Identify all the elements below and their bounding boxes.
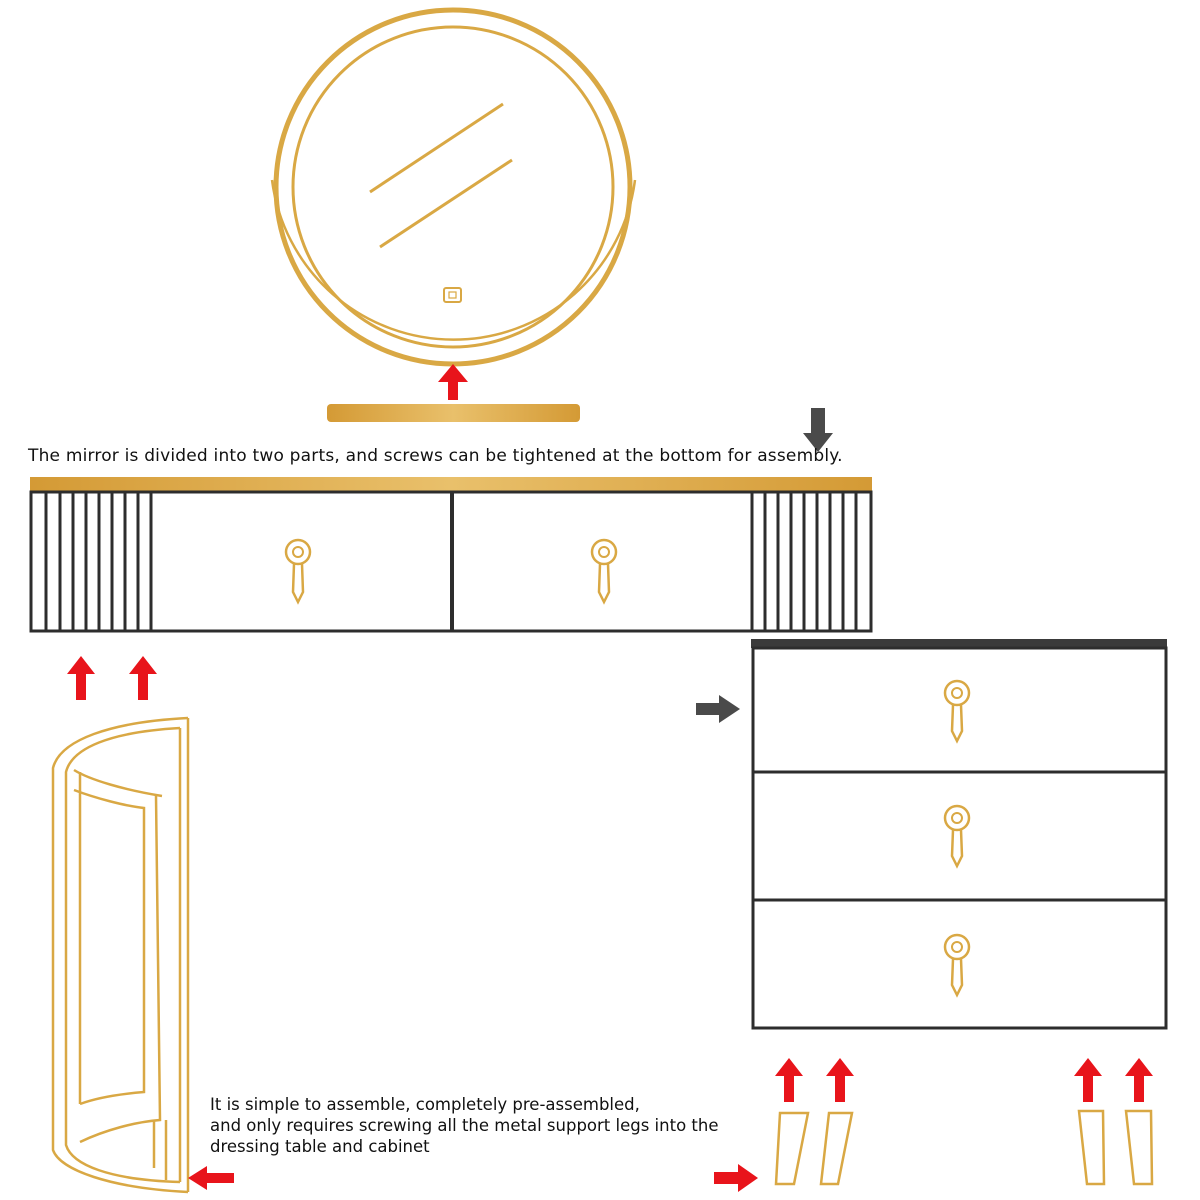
cabinet-drawer bbox=[751, 770, 1168, 902]
drawer-cabinet bbox=[751, 639, 1168, 1030]
support-leg bbox=[1077, 1109, 1106, 1186]
support-leg bbox=[819, 1111, 854, 1186]
mirror-base-bar bbox=[327, 404, 580, 422]
touch-sensor-icon bbox=[443, 287, 462, 303]
direction-arrow-icon bbox=[438, 364, 468, 400]
direction-arrow-icon bbox=[1125, 1058, 1153, 1102]
legs-assembly-caption: It is simple to assemble, completely pre… bbox=[210, 1094, 719, 1157]
table-left-fluted-panel bbox=[44, 492, 153, 631]
direction-arrow-icon bbox=[775, 1058, 803, 1102]
mirror-reflection-line bbox=[369, 102, 504, 194]
keyhole-pull-handle-icon bbox=[284, 538, 312, 605]
dressing-table bbox=[29, 477, 873, 633]
cabinet-drawer bbox=[751, 646, 1168, 774]
round-mirror bbox=[270, 7, 637, 367]
touch-sensor-inner bbox=[448, 291, 457, 299]
direction-arrow-icon bbox=[188, 1166, 234, 1190]
support-leg bbox=[1124, 1109, 1154, 1186]
cabinet-top bbox=[751, 639, 1167, 648]
mirror-outer-frame bbox=[273, 7, 633, 367]
table-right-fluted-panel bbox=[750, 492, 858, 631]
keyhole-pull-handle-icon bbox=[943, 804, 971, 869]
legs-assembly-caption-line: dressing table and cabinet bbox=[210, 1137, 430, 1156]
direction-arrow-icon bbox=[67, 656, 95, 700]
mirror-assembly-caption: The mirror is divided into two parts, an… bbox=[28, 446, 843, 466]
cabinet-drawer bbox=[751, 898, 1168, 1030]
direction-arrow-icon bbox=[129, 656, 157, 700]
support-leg bbox=[774, 1111, 810, 1186]
curved-side-frame bbox=[51, 716, 190, 1194]
direction-arrow-icon bbox=[803, 408, 833, 452]
table-top-gold-strip bbox=[30, 477, 872, 492]
legs-assembly-caption-line: It is simple to assemble, completely pre… bbox=[210, 1095, 640, 1114]
keyhole-pull-handle-icon bbox=[943, 933, 971, 998]
legs-assembly-caption-line: and only requires screwing all the metal… bbox=[210, 1116, 719, 1135]
direction-arrow-icon bbox=[696, 695, 740, 723]
keyhole-pull-handle-icon bbox=[590, 538, 618, 605]
keyhole-pull-handle-icon bbox=[943, 679, 971, 744]
direction-arrow-icon bbox=[826, 1058, 854, 1102]
mirror-inner-frame bbox=[291, 25, 615, 349]
mirror-side-arc bbox=[270, 179, 637, 341]
metal-support-legs bbox=[774, 1109, 1154, 1186]
direction-arrow-icon bbox=[1074, 1058, 1102, 1102]
direction-arrow-icon bbox=[714, 1164, 758, 1192]
mirror-reflection-line bbox=[379, 158, 513, 249]
